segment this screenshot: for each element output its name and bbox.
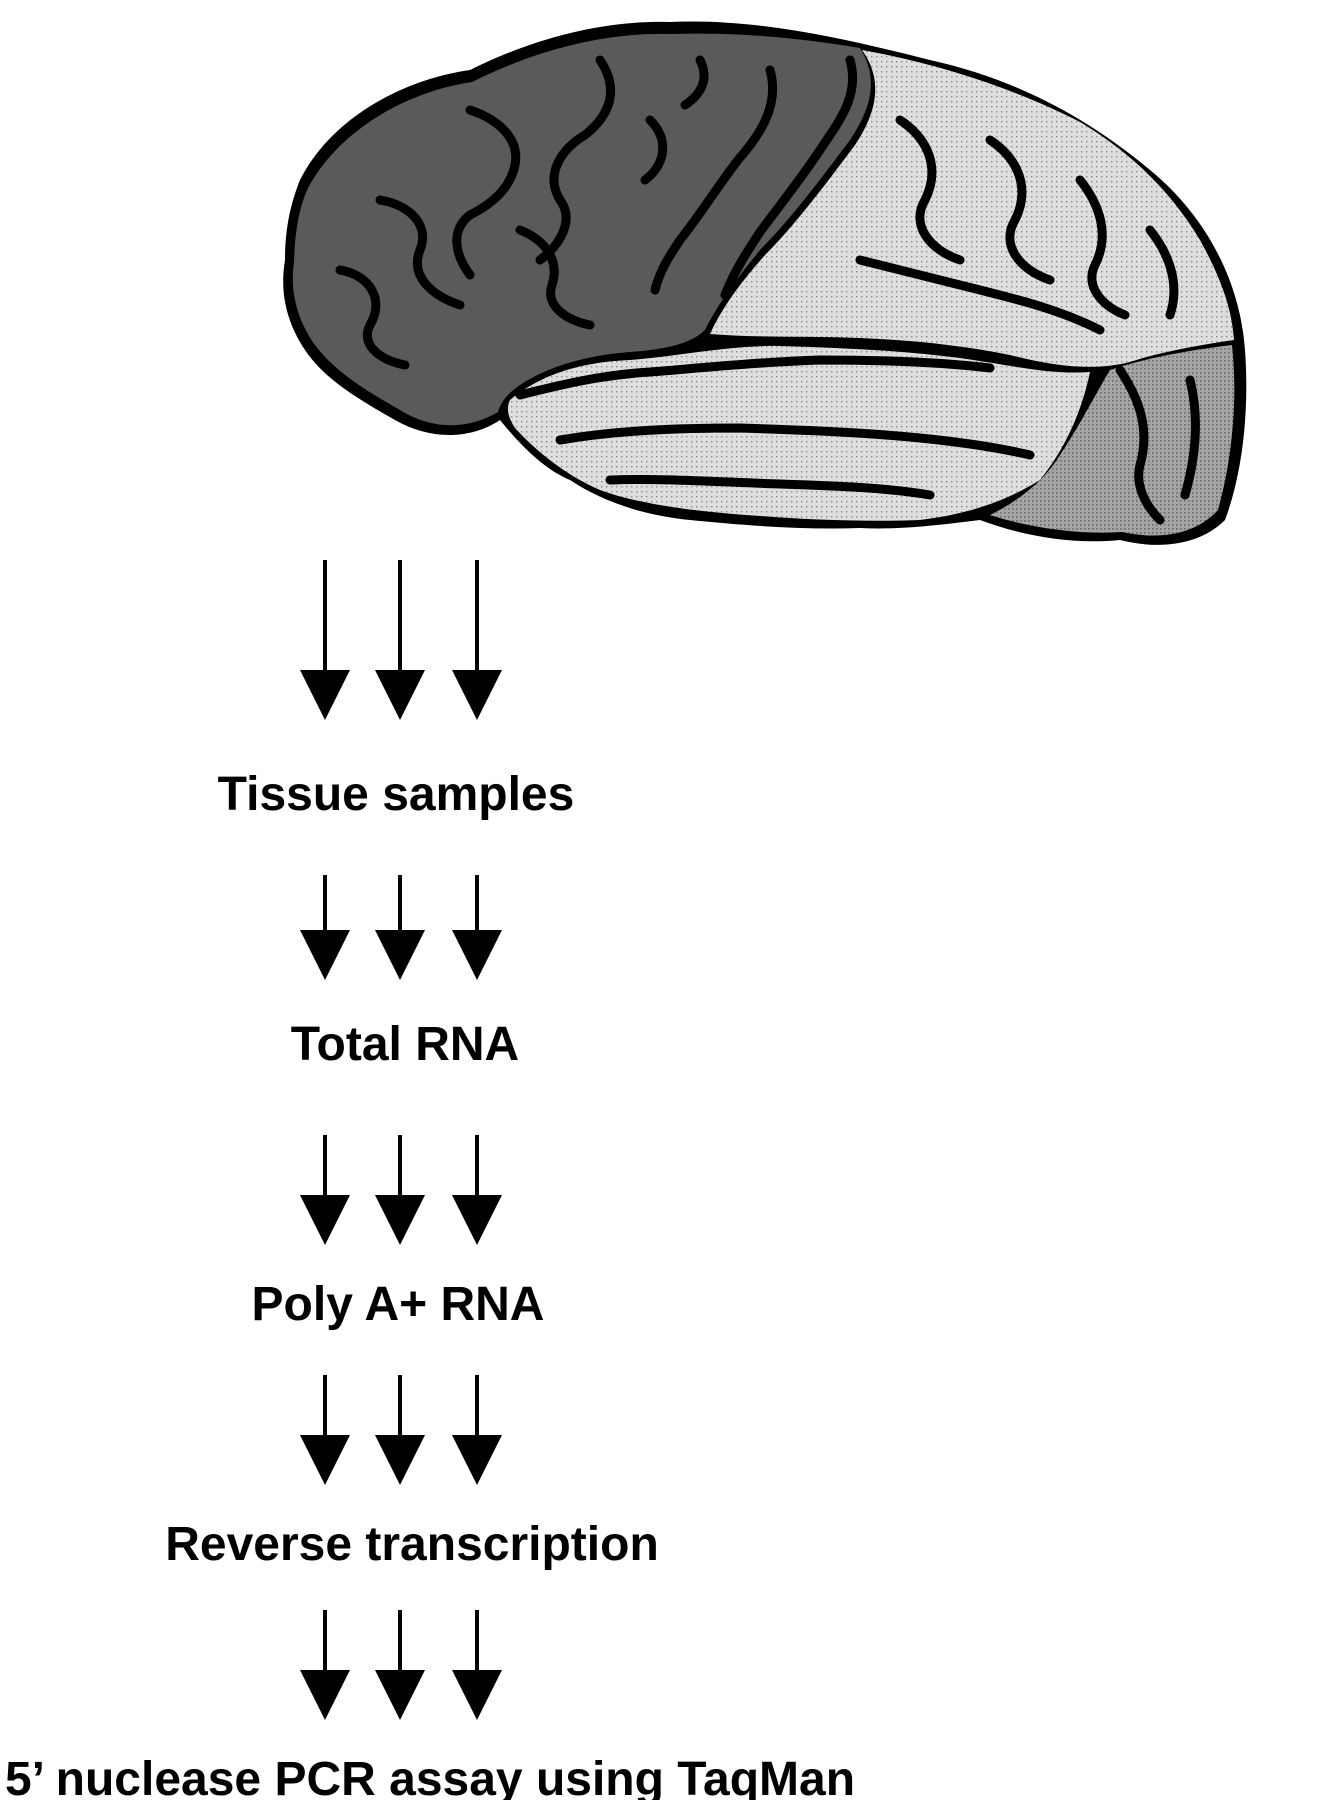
frontal-lobe [292,33,871,426]
step-label-1: Tissue samples [218,768,575,821]
sulci [335,55,1200,525]
arrow-down-icon [300,670,350,720]
arrow-down-icon [300,930,350,980]
arrow-down-icon [300,1670,350,1720]
occipital-lobe [990,345,1235,536]
arrow-down-icon [375,1670,425,1720]
arrow-group-4 [300,1375,502,1485]
arrow-group-2 [300,875,502,980]
arrow-down-icon [300,1195,350,1245]
step-label-5: 5’ nuclease PCR assay using TaqMan [5,1753,855,1800]
arrow-down-icon [375,670,425,720]
arrow-down-icon [375,930,425,980]
brain-illustration [283,21,1247,545]
arrow-down-icon [300,1435,350,1485]
arrow-down-icon [452,670,502,720]
step-label-2: Total RNA [291,1018,519,1071]
arrow-group-5 [300,1610,502,1720]
step-label-3: Poly A+ RNA [252,1278,545,1331]
arrow-down-icon [452,930,502,980]
arrow-group-3 [300,1135,502,1245]
arrow-down-icon [452,1670,502,1720]
parietal-lobe [710,50,1234,367]
step-label-4: Reverse transcription [165,1518,659,1571]
arrow-down-icon [375,1195,425,1245]
arrow-down-icon [452,1435,502,1485]
arrow-group-1 [300,560,502,720]
arrow-down-icon [452,1195,502,1245]
arrow-down-icon [375,1435,425,1485]
